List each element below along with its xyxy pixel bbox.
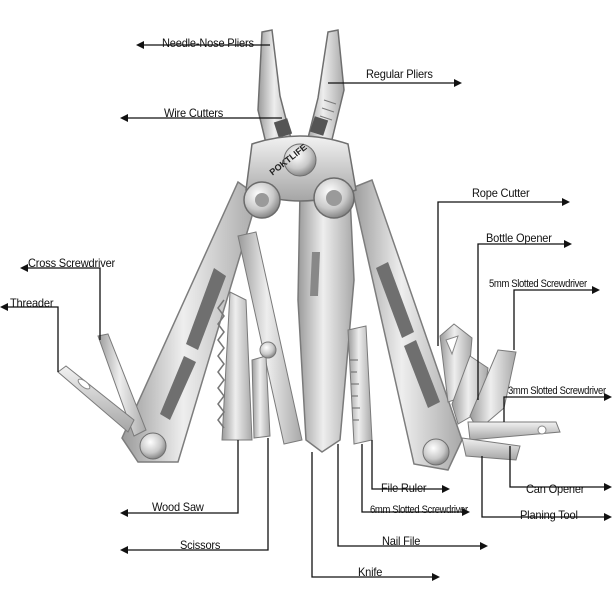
scissors-tool xyxy=(237,231,303,445)
wood-saw-tool xyxy=(217,291,253,441)
label-cross-screwdriver: Cross Screwdriver xyxy=(28,256,116,270)
can-opener-tool xyxy=(461,437,521,461)
label-wood-saw: Wood Saw xyxy=(152,500,204,514)
label-can-opener: Can Opener xyxy=(526,482,585,496)
label-knife: Knife xyxy=(358,565,383,579)
label-6mm-slotted-screwdriver: 6mm Slotted Screwdriver xyxy=(370,504,468,516)
right-handle xyxy=(351,179,463,471)
label-needle-nose-pliers: Needle-Nose Pliers xyxy=(162,36,254,50)
label-threader: Threader xyxy=(10,296,54,310)
knife-blade xyxy=(297,191,355,453)
right-pivot-bolt-center xyxy=(326,190,342,206)
left-pivot-bolt-center xyxy=(255,193,269,207)
label-wire-cutters: Wire Cutters xyxy=(164,106,224,120)
label-planing-tool: Planing Tool xyxy=(520,508,578,522)
leader-arrowheads xyxy=(0,41,612,581)
label-5mm-slotted-screwdriver: 5mm Slotted Screwdriver xyxy=(489,278,587,290)
file-ruler-tool xyxy=(347,325,373,445)
label-nail-file: Nail File xyxy=(382,534,421,548)
slotted-5mm-tool xyxy=(469,349,517,431)
plier-head xyxy=(245,29,357,202)
cross-screwdriver-tool xyxy=(97,333,147,437)
left-handle xyxy=(121,180,259,463)
threader-tool xyxy=(57,365,135,433)
label-rope-cutter: Rope Cutter xyxy=(472,186,530,200)
label-regular-pliers: Regular Pliers xyxy=(366,67,433,81)
leader-lines xyxy=(4,44,610,578)
label-scissors: Scissors xyxy=(180,538,221,552)
label-3mm-slotted-screwdriver: 3mm Slotted Screwdriver xyxy=(508,385,606,397)
slotted-3mm-tool xyxy=(467,421,561,441)
label-file-ruler: File Ruler xyxy=(381,481,427,495)
label-bottle-opener: Bottle Opener xyxy=(486,231,552,245)
